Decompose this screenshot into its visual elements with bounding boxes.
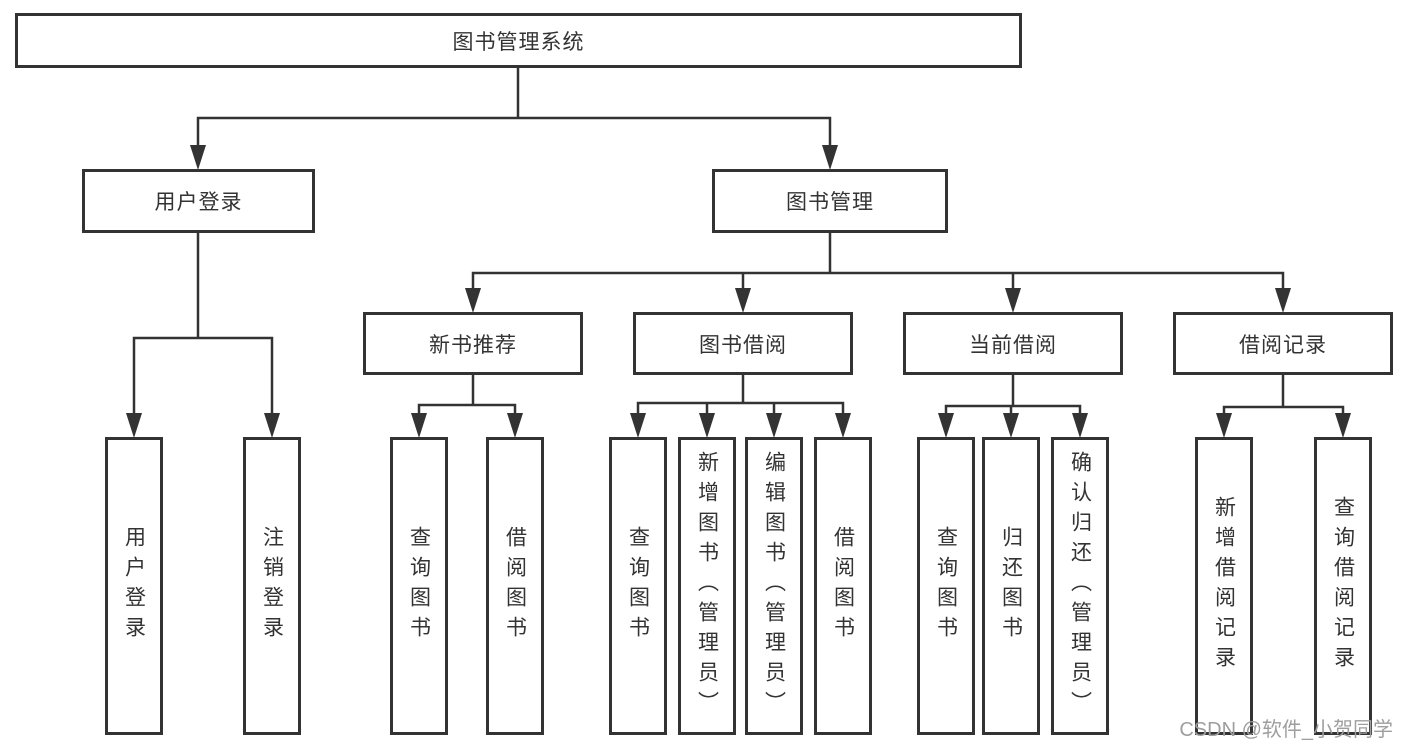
connector-mgmt-to-level3 [465,231,1291,313]
node-current-borrow: 当前借阅 [903,312,1123,375]
leaf-cb-confirm-return-admin: 确认归还（管理员） [1051,437,1109,735]
leaf-bb-query-books: 查询图书 [609,437,667,735]
node-user-login-branch: 用户登录 [82,169,315,233]
node-book-borrow: 图书借阅 [633,312,853,375]
connector-borrow-to-leaves [630,374,851,438]
leaf-br-add-record: 新增借阅记录 [1195,437,1253,735]
leaf-nbr-query-books: 查询图书 [390,437,448,735]
connector-newbook-to-leaves [411,374,523,438]
connector-root-to-level2 [190,66,838,170]
node-new-book-rec: 新书推荐 [363,312,583,375]
leaf-bb-edit-book-admin-label: 编辑图书（管理员） [762,451,786,721]
leaf-cb-return-books: 归还图书 [982,437,1040,735]
leaf-cb-query-books: 查询图书 [917,437,975,735]
leaf-user-login-label: 用户登录 [122,526,146,646]
leaf-nbr-borrow-books: 借阅图书 [486,437,544,735]
connector-records-to-leaves [1216,374,1351,438]
leaf-logout: 注销登录 [243,437,301,735]
leaf-cb-return-books-label: 归还图书 [999,526,1023,646]
connector-current-to-leaves [938,374,1088,438]
leaf-bb-query-books-label: 查询图书 [626,526,650,646]
leaf-br-query-record: 查询借阅记录 [1314,437,1372,735]
leaf-cb-query-books-label: 查询图书 [934,526,958,646]
leaf-nbr-query-books-label: 查询图书 [407,526,431,646]
connector-login-to-leaves [126,232,280,438]
leaf-br-add-record-label: 新增借阅记录 [1212,496,1236,676]
leaf-bb-borrow-books-label: 借阅图书 [831,526,855,646]
node-book-mgmt-branch: 图书管理 [712,169,948,233]
leaf-logout-label: 注销登录 [260,526,284,646]
leaf-nbr-borrow-books-label: 借阅图书 [503,526,527,646]
leaf-bb-add-book-admin: 新增图书（管理员） [678,437,736,735]
node-root-system: 图书管理系统 [15,13,1022,68]
csdn-watermark: CSDN @软件_小贺同学 [1179,719,1393,741]
leaf-bb-borrow-books: 借阅图书 [814,437,872,735]
leaf-br-query-record-label: 查询借阅记录 [1331,496,1355,676]
leaf-bb-edit-book-admin: 编辑图书（管理员） [745,437,803,735]
leaf-user-login: 用户登录 [105,437,163,735]
leaf-bb-add-book-admin-label: 新增图书（管理员） [695,451,719,721]
node-borrow-records: 借阅记录 [1173,312,1393,375]
leaf-cb-confirm-return-admin-label: 确认归还（管理员） [1068,451,1092,721]
